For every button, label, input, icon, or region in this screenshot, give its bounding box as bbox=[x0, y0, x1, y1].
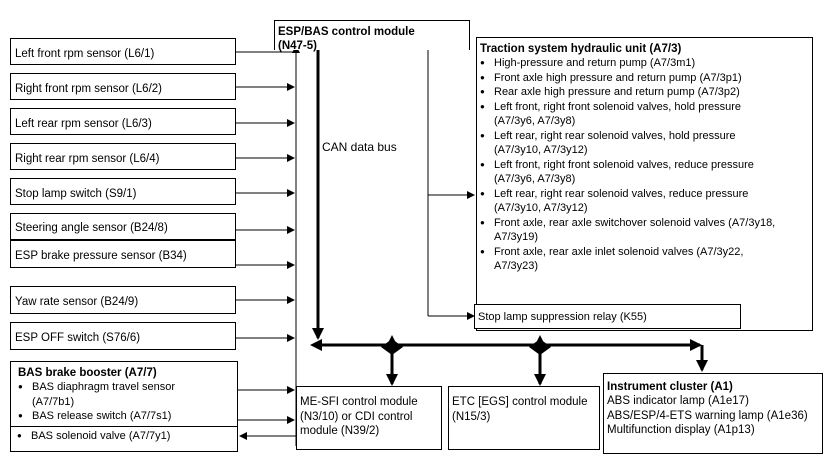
bas-item-solenoid-valve: BAS solenoid valve (A7/7y1) bbox=[17, 429, 170, 444]
sensor-box-yaw-rate: Yaw rate sensor (B24/9) bbox=[10, 286, 236, 314]
instrument-cluster-item: Multifunction display (A1p13) bbox=[607, 424, 755, 436]
can-bus-label: CAN data bus bbox=[322, 140, 397, 154]
sensor-label: Right rear rpm sensor (L6/4) bbox=[15, 153, 160, 165]
bas-item-diaphragm-sensor: BAS diaphragm travel sensor (A7/7b1) bbox=[18, 380, 237, 409]
me-sfi-line: module (N39/2) bbox=[300, 425, 380, 437]
instrument-cluster-box: Instrument cluster (A1) ABS indicator la… bbox=[603, 373, 823, 454]
sensor-box-esp-brake-pressure: ESP brake pressure sensor (B34) bbox=[10, 240, 236, 268]
sensor-label: ESP brake pressure sensor (B34) bbox=[15, 250, 187, 262]
etc-line: ETC [EGS] control module bbox=[452, 396, 588, 408]
esp-bas-control-module: ESP/BAS control module (N47-5) bbox=[274, 20, 470, 52]
control-module-title: ESP/BAS control module bbox=[278, 26, 415, 38]
sensor-box-right-rear-rpm: Right rear rpm sensor (L6/4) bbox=[10, 143, 236, 170]
me-sfi-control-module-box: ME-SFI control module (N3/10) or CDI con… bbox=[296, 386, 442, 450]
me-sfi-line: ME-SFI control module bbox=[300, 396, 418, 408]
hydraulic-item: Left front, right front solenoid valves,… bbox=[480, 100, 812, 129]
hydraulic-item: Rear axle high pressure and return pump … bbox=[480, 85, 812, 100]
sensor-label: Stop lamp switch (S9/1) bbox=[15, 188, 137, 200]
hydraulic-item: Front axle, rear axle inlet solenoid val… bbox=[480, 245, 812, 274]
stop-lamp-relay-label: Stop lamp suppression relay (K55) bbox=[478, 311, 647, 323]
sensor-box-left-rear-rpm: Left rear rpm sensor (L6/3) bbox=[10, 108, 236, 135]
sensor-label: ESP OFF switch (S76/6) bbox=[15, 332, 141, 344]
etc-line: (N15/3) bbox=[452, 410, 491, 423]
bus-arrow-me-sfi-right bbox=[392, 339, 403, 355]
control-module-code: (N47-5) bbox=[278, 40, 317, 52]
me-sfi-line: (N3/10) or CDI control bbox=[300, 410, 413, 423]
hydraulic-item: Front axle high pressure and return pump… bbox=[480, 71, 812, 86]
bus-arrow-etc-left bbox=[529, 339, 540, 355]
sensor-label: Yaw rate sensor (B24/9) bbox=[15, 296, 139, 308]
sensor-box-steering-angle: Steering angle sensor (B24/8) bbox=[10, 213, 236, 240]
bus-arrow-etc-right bbox=[540, 339, 551, 355]
control-module-edge bbox=[274, 20, 275, 50]
traction-hydraulic-unit-box: Traction system hydraulic unit (A7/3) Hi… bbox=[476, 37, 813, 331]
hydraulic-item: Left rear, right rear solenoid valves, r… bbox=[480, 187, 812, 216]
stop-lamp-suppression-relay-box: Stop lamp suppression relay (K55) bbox=[474, 304, 741, 329]
bus-arrow-me-sfi-left bbox=[381, 339, 392, 355]
instrument-cluster-item: ABS/ESP/4-ETS warning lamp (A1e36) bbox=[607, 409, 808, 422]
sensor-box-right-front-rpm: Right front rpm sensor (L6/2) bbox=[10, 73, 236, 100]
bas-divider bbox=[10, 426, 238, 427]
sensor-box-esp-off-switch: ESP OFF switch (S76/6) bbox=[10, 322, 236, 350]
instrument-cluster-item: ABS indicator lamp (A1e17) bbox=[607, 395, 749, 407]
bas-brake-booster-title: BAS brake booster (A7/7) bbox=[18, 367, 157, 379]
hydraulic-item: Left rear, right rear solenoid valves, h… bbox=[480, 129, 812, 158]
bas-item-release-switch: BAS release switch (A7/7s1) bbox=[18, 409, 237, 424]
sensor-label: Left front rpm sensor (L6/1) bbox=[15, 48, 155, 60]
hydraulic-item: Left front, right front solenoid valves,… bbox=[480, 158, 812, 187]
sensor-label: Left rear rpm sensor (L6/3) bbox=[15, 118, 152, 130]
hydraulic-item: Front axle, rear axle switchover solenoi… bbox=[480, 216, 812, 245]
etc-control-module-box: ETC [EGS] control module (N15/3) bbox=[448, 386, 600, 450]
sensor-box-left-front-rpm: Left front rpm sensor (L6/1) bbox=[10, 38, 236, 65]
sensor-label: Right front rpm sensor (L6/2) bbox=[15, 83, 163, 95]
sensor-label: Steering angle sensor (B24/8) bbox=[15, 222, 168, 234]
sensor-box-stop-lamp-switch: Stop lamp switch (S9/1) bbox=[10, 178, 236, 205]
hydraulic-item: High-pressure and return pump (A7/3m1) bbox=[480, 56, 812, 71]
hydraulic-unit-title: Traction system hydraulic unit (A7/3) bbox=[480, 43, 682, 55]
instrument-cluster-title: Instrument cluster (A1) bbox=[607, 381, 733, 393]
